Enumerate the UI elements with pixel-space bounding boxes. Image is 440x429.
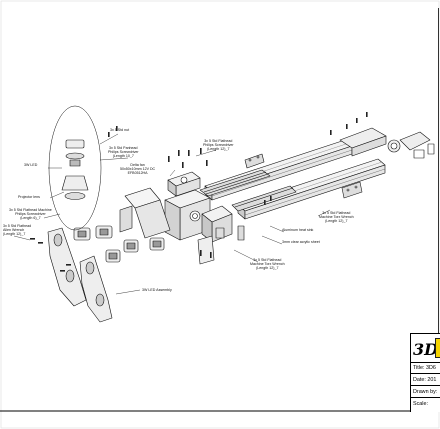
label-led-assembly: 3W LED Assembly — [142, 288, 172, 292]
led-modules — [73, 225, 165, 263]
leg-left-front — [47, 227, 87, 307]
leg-left-rear — [79, 255, 113, 323]
logo-text: 3D — [413, 340, 439, 359]
company-logo: 3D — [411, 334, 440, 363]
label-3w-led: 3W LED — [24, 163, 38, 167]
right-plate — [341, 181, 363, 199]
heatsink-block — [201, 205, 233, 243]
delta-fan — [167, 171, 201, 197]
title-field: Title: 3D6 — [411, 362, 440, 374]
label-projector-lens: Projector lens — [18, 195, 40, 199]
label-flathead-allen-left: 3x 5 Std Flathead Allen Wrench (Length 1… — [3, 224, 32, 237]
label-phillips-screwdriver: 3x 5 Std Panhead Philips Screwdriver (Le… — [108, 146, 139, 159]
logo-badge — [435, 338, 440, 358]
label-flathead-machine-phillips: 3x 5 Std Flathead Machine Philips Screwd… — [9, 208, 52, 221]
title-block: 3D Title: 3D6 Date: 201 Drawn by: Scale: — [410, 333, 440, 412]
label-acrylic-sheet: 3mm clear acrylic sheet — [282, 240, 320, 244]
label-flathead-machine-torx-bottom: 3x 5 Std Flathead Machine Torx Wrench (L… — [250, 258, 285, 271]
leader-lines — [13, 133, 331, 295]
heatsink-stack — [199, 169, 297, 212]
scale-field: Scale: — [413, 401, 428, 407]
label-flathead-top: 3x 5 Std Flathead Philips Screwdriver (L… — [203, 139, 234, 152]
date-field: Date: 201 — [411, 374, 440, 386]
label-delta-fan: Delta fan 50x50x10mm 12V DC EFB0512HA — [120, 163, 156, 176]
lens-holder — [119, 187, 171, 239]
label-std-nut: 3x 5 Std nut — [110, 128, 130, 132]
label-aluminum-heat-sink: Aluminum heat sink — [282, 228, 314, 232]
upper-plate — [244, 153, 265, 169]
label-flathead-machine-torx-right: 3x 5 Std Flathead Machine Torx Wrench (L… — [319, 211, 354, 224]
top-right-bracket — [339, 127, 435, 159]
drawn-by-field: Drawn by: — [411, 386, 440, 398]
screws — [30, 112, 368, 272]
